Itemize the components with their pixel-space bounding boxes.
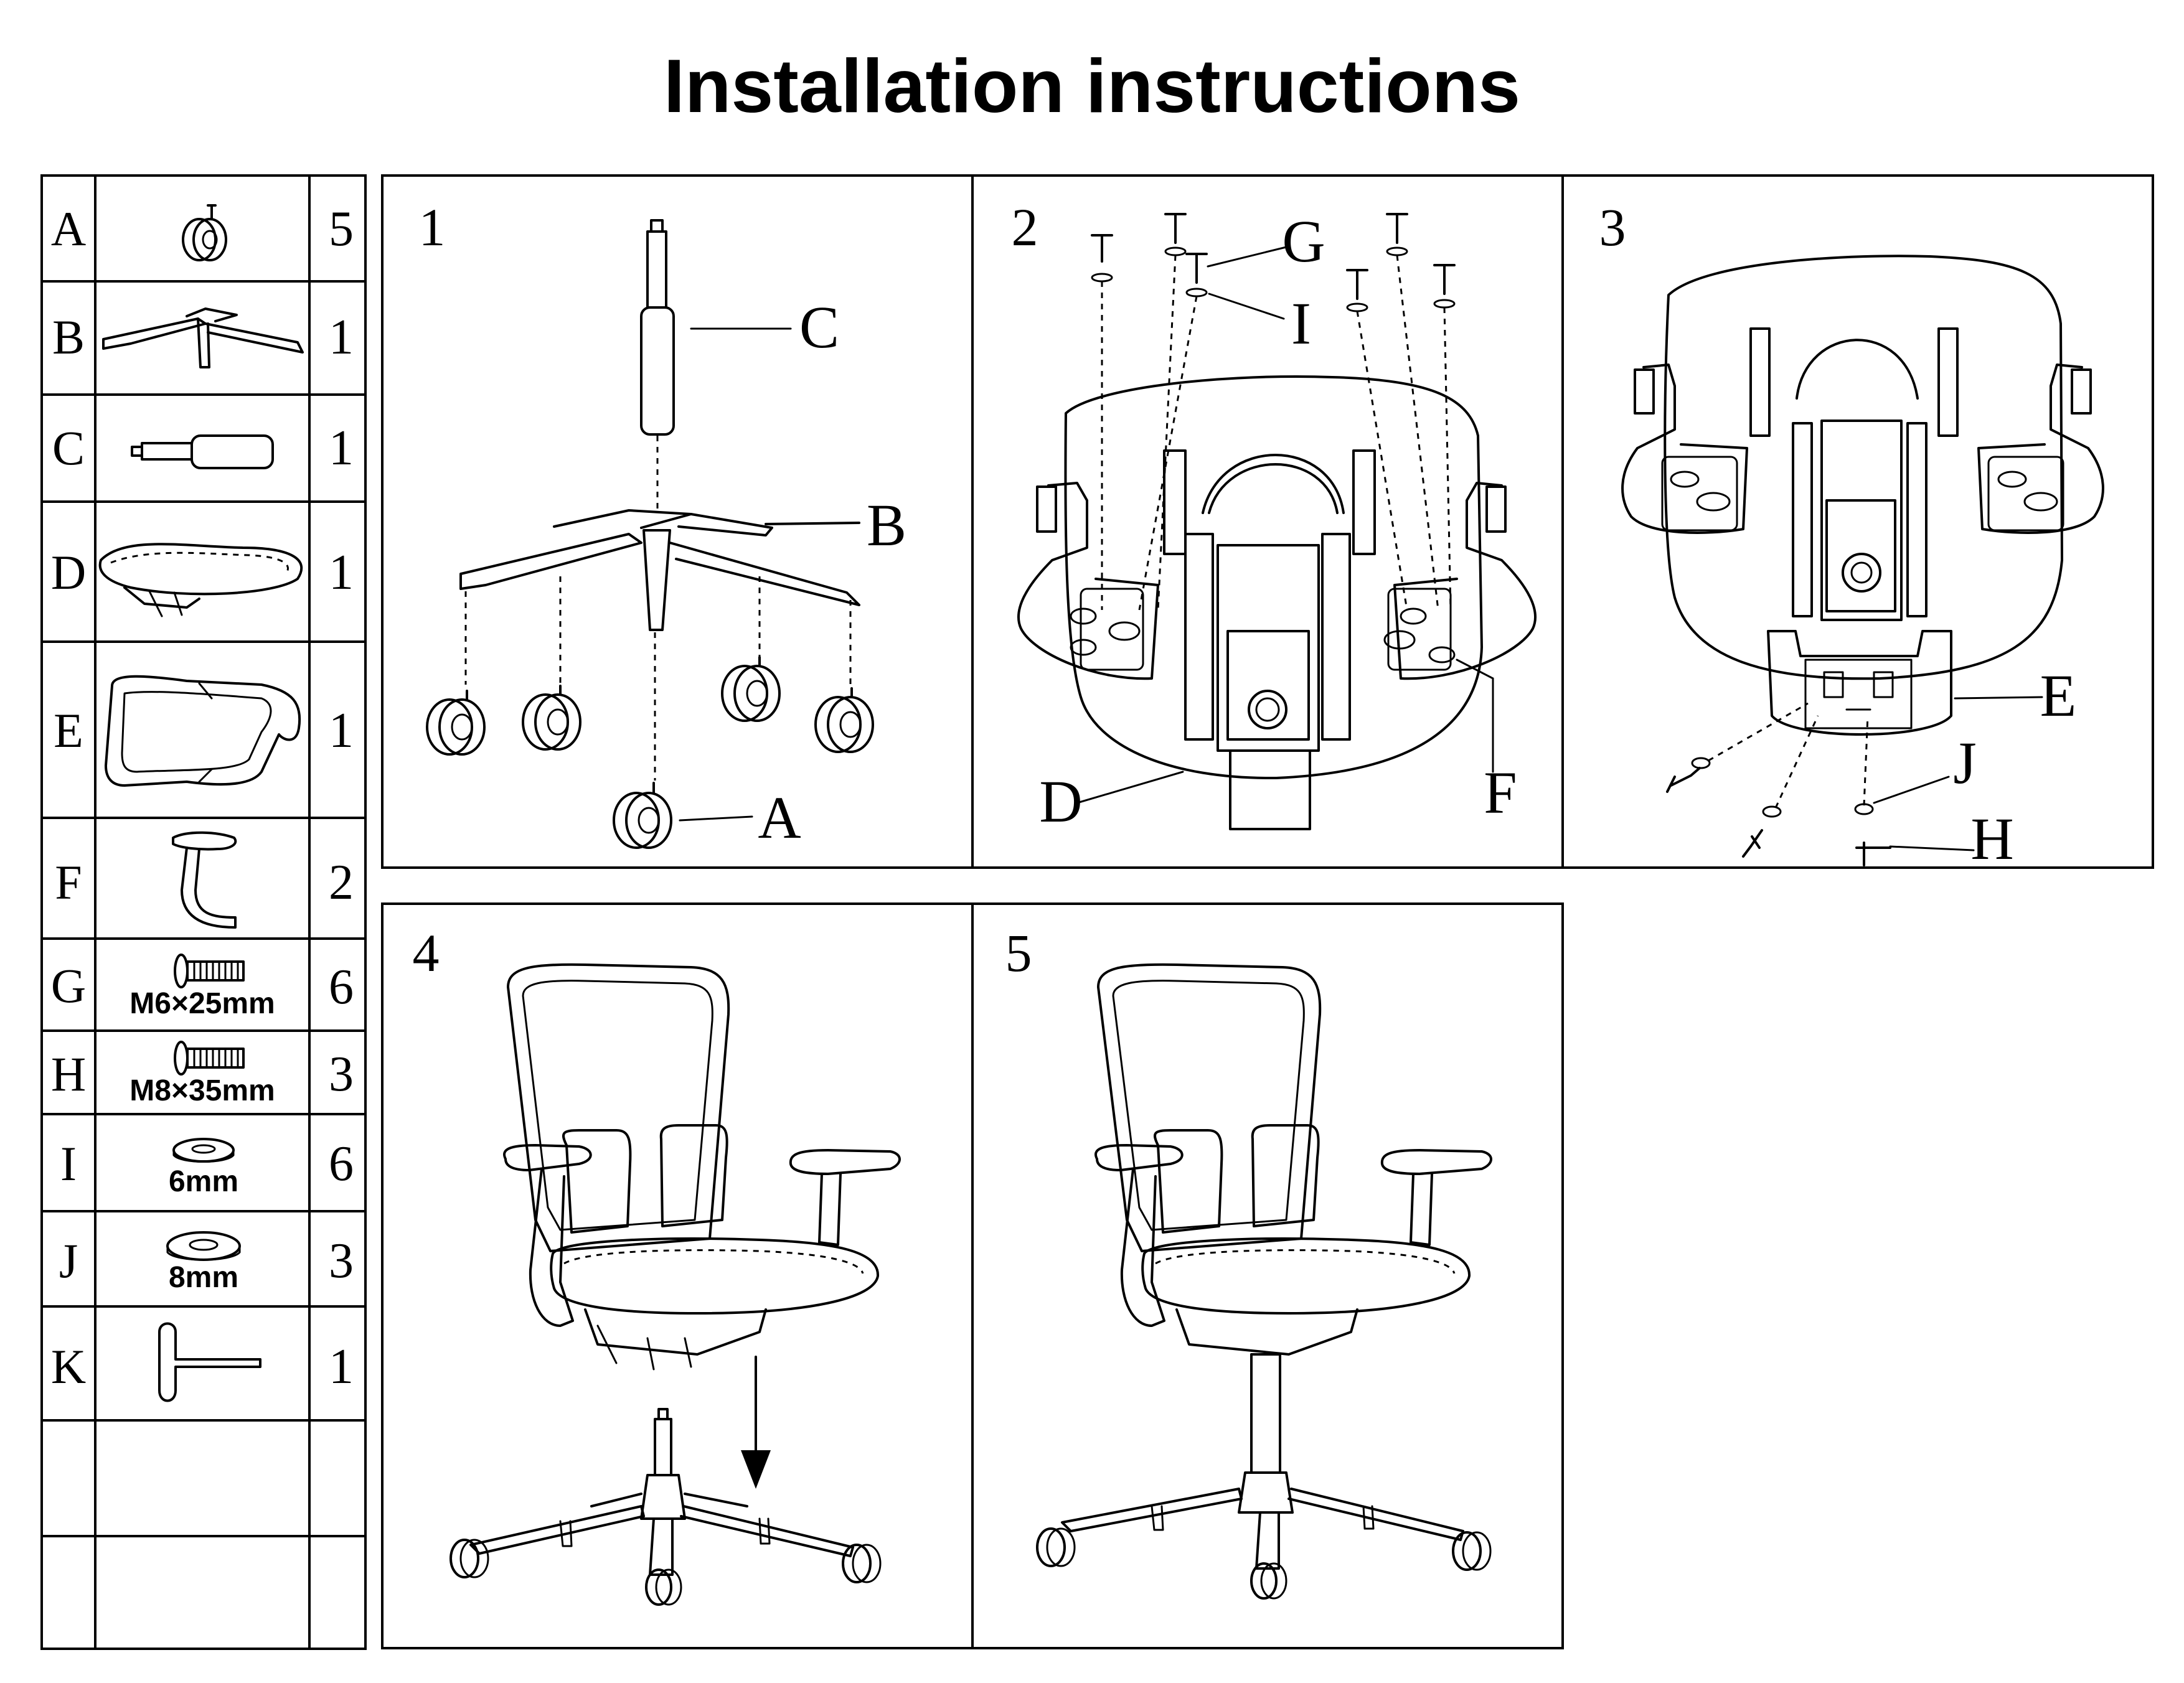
seat-with-backrest-illustration [1664, 255, 2063, 680]
part-letter: A [51, 202, 86, 256]
part-qty: 2 [329, 855, 354, 910]
five-star-base-illustration [459, 509, 860, 631]
part-qty: 5 [329, 202, 354, 256]
step-2-panel: 2 G I [1012, 197, 1537, 835]
part-row-e: E 1 [54, 675, 354, 787]
part-size: M8×35mm [129, 1074, 275, 1107]
part-qty: 1 [329, 310, 354, 365]
part-row-g: G M6×25mm 6 [51, 954, 354, 1020]
backrest-frame-icon [105, 675, 301, 787]
part-qty: 6 [329, 960, 354, 1015]
part-letter: F [55, 855, 82, 909]
armrest-bracket-right-illustration [1977, 363, 2104, 534]
part-qty: 1 [329, 1339, 354, 1394]
gas-cylinder-icon [131, 434, 274, 469]
part-row-j: J 8mm 3 [59, 1231, 354, 1294]
seat-underside-illustration [1064, 375, 1483, 830]
part-letter: J [59, 1234, 78, 1288]
step-number: 5 [1005, 923, 1032, 983]
part-qty: 1 [329, 545, 354, 600]
callout-label: I [1291, 290, 1311, 357]
callout-label: D [1039, 768, 1082, 835]
part-letter: K [51, 1339, 86, 1394]
part-letter: B [52, 310, 85, 364]
allen-key-icon [158, 1322, 261, 1402]
part-qty: 1 [329, 703, 354, 758]
bolt-illustration [1091, 213, 1456, 300]
five-star-base-icon [102, 307, 304, 368]
backrest-frame-illustration [1767, 630, 1952, 736]
callout-label: J [1953, 729, 1976, 796]
part-qty: 3 [329, 1234, 354, 1288]
step-number: 1 [419, 197, 446, 257]
base-with-casters-illustration [450, 1408, 882, 1606]
callout-label: G [1282, 208, 1325, 274]
armrest-icon [172, 831, 237, 929]
part-row-f: F 2 [55, 831, 354, 929]
armrest-bracket-left-illustration [1017, 482, 1159, 680]
callout-label: A [758, 784, 801, 851]
callout-label: H [1970, 805, 2013, 872]
callout-label: B [867, 492, 906, 558]
washer-icon [166, 1231, 241, 1261]
step-panels-frame [381, 174, 2154, 1649]
part-row-k: K 1 [51, 1322, 354, 1402]
step-1-panel: 1 C B A [419, 197, 907, 851]
seat-icon [98, 543, 303, 617]
bolt-icon [174, 954, 245, 988]
washer-icon [172, 1138, 235, 1163]
part-size: 6mm [169, 1165, 238, 1198]
part-letter: E [54, 703, 83, 757]
down-arrow [741, 1356, 771, 1489]
part-row-b: B 1 [52, 307, 354, 368]
part-row-i: I 6mm 6 [60, 1137, 354, 1198]
part-row-c: C 1 [52, 421, 354, 476]
callout-label: F [1484, 759, 1517, 826]
part-letter: D [51, 545, 86, 599]
step-number: 2 [1012, 197, 1038, 257]
page-title: Installation instructions [664, 44, 1520, 128]
part-size: M6×25mm [129, 987, 275, 1020]
callout-label: C [799, 294, 839, 360]
gas-cylinder-illustration [640, 219, 675, 436]
step-3-panel: 3 [1599, 197, 2104, 872]
parts-table: A 5 B 1 C [40, 174, 367, 1650]
washer-illustration [1691, 757, 1874, 818]
armrest-bracket-right-illustration [1383, 482, 1537, 680]
part-size: 8mm [169, 1261, 238, 1294]
part-qty: 6 [329, 1137, 354, 1191]
caster-icon [182, 204, 227, 261]
callout-label: E [2040, 662, 2077, 729]
part-letter: G [51, 959, 86, 1013]
part-row-d: D 1 [51, 543, 354, 617]
armrest-bracket-left-illustration [1621, 363, 1748, 534]
part-letter: I [60, 1137, 77, 1191]
step-number: 3 [1599, 197, 1626, 257]
part-row-a: A 5 [51, 202, 354, 261]
bolt-icon [174, 1041, 245, 1076]
bolt-illustration [1666, 767, 1891, 866]
part-row-h: H M8×35mm 3 [51, 1041, 354, 1107]
step-5-panel: 5 [1005, 923, 1492, 1600]
step-4-panel: 4 [413, 923, 901, 1606]
part-letter: H [51, 1047, 86, 1101]
caster-illustration [426, 656, 874, 849]
assembled-chair-illustration [1036, 963, 1492, 1600]
part-qty: 1 [329, 421, 354, 476]
part-qty: 3 [329, 1047, 354, 1102]
chair-top-assembly-illustration [503, 963, 901, 1371]
part-letter: C [52, 421, 85, 475]
step-number: 4 [413, 923, 440, 983]
